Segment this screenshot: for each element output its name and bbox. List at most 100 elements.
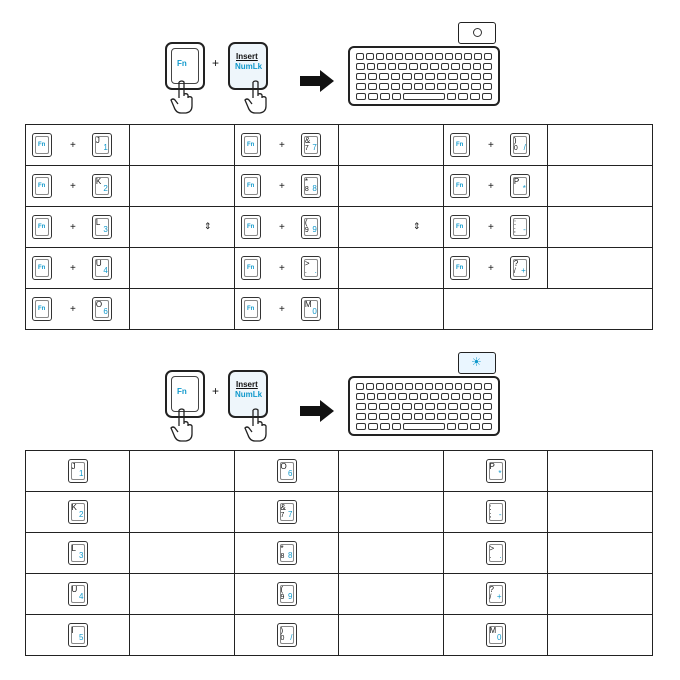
numpad-legend: 1: [103, 143, 108, 152]
numpad-legend: *: [522, 184, 526, 193]
backlight-indicator-popup: ☀: [458, 352, 496, 374]
numpad-legend: 9: [312, 225, 317, 234]
key-legend: K: [95, 177, 102, 186]
key-legend: &: [304, 136, 311, 145]
numpad-legend: +: [496, 592, 502, 601]
key-sub-legend: 8: [280, 553, 285, 560]
numlock-label: NumLk: [235, 390, 263, 399]
plus-sign: +: [279, 262, 285, 274]
key-sub-legend: 0: [280, 635, 285, 642]
function-description-cell: [338, 450, 444, 492]
key-legend: :: [489, 503, 492, 512]
key-combo-cell: Fn+P*: [443, 165, 548, 207]
fn-key: Fn: [32, 174, 52, 198]
numpad-legend: 8: [312, 184, 317, 193]
plus-sign: +: [70, 303, 76, 315]
numpad-key: )0/: [276, 623, 297, 647]
fn-key-label: Fn: [38, 183, 46, 189]
fn-key: Fn: [241, 215, 261, 239]
function-description-cell: [338, 288, 444, 330]
fn-key-label: Fn: [247, 224, 255, 230]
fn-key-label: Fn: [177, 387, 187, 396]
function-description-cell: [547, 450, 653, 492]
combo-key: P*: [509, 174, 530, 198]
numpad-legend: .: [314, 266, 317, 275]
fn-key-label: Fn: [456, 183, 464, 189]
key-wrapper: P*: [444, 459, 547, 483]
function-description-cell: [129, 124, 235, 166]
key-legend: M: [304, 300, 312, 309]
key-legend: (: [304, 218, 308, 227]
function-description-cell: [129, 614, 235, 656]
function-description-cell: ⇕: [338, 206, 444, 248]
combo-key: ?/+: [509, 256, 530, 280]
fn-key: Fn: [32, 215, 52, 239]
fn-key-label: Fn: [247, 183, 255, 189]
plus-sign: +: [70, 262, 76, 274]
key-legend: M: [489, 626, 497, 635]
key-wrapper: ?/+: [444, 582, 547, 606]
key-legend: O: [95, 300, 103, 309]
key-legend: ): [280, 626, 284, 635]
fn-key-label: Fn: [456, 224, 464, 230]
key-sub-legend: 9: [304, 227, 309, 234]
key-combo-cell: Fn+>..: [234, 247, 339, 289]
key-sub-legend: 7: [280, 512, 285, 519]
function-description-cell: [547, 165, 653, 207]
numpad-legend: 8: [288, 551, 293, 560]
up-down-arrow-icon: ⇕: [204, 221, 212, 231]
combo-fn-insert-1: Fn + Insert NumLk: [0, 22, 680, 130]
key-combo: Fn+)0/: [444, 133, 547, 157]
insert-numlock-key: Insert NumLk: [228, 42, 268, 90]
fn-key: Fn: [32, 297, 52, 321]
numpad-legend: 7: [288, 510, 293, 519]
plus-sign: +: [212, 56, 220, 70]
insert-numlock-key: Insert NumLk: [228, 370, 268, 418]
key-legend: K: [71, 503, 77, 512]
function-description-cell: [547, 247, 653, 289]
hand-icon: [244, 408, 267, 442]
function-description-cell: [338, 124, 444, 166]
numpad-legend: 0: [312, 307, 317, 316]
numpad-legend: *: [498, 469, 502, 478]
key-legend: ?: [489, 585, 494, 594]
key-wrapper: :;-: [444, 500, 547, 524]
key-sub-legend: ;: [489, 512, 492, 519]
hand-icon: [170, 408, 193, 442]
up-down-arrow-icon: ⇕: [413, 221, 421, 231]
plus-sign: +: [279, 180, 285, 192]
numpad-legend: 9: [288, 592, 293, 601]
function-description-cell: [129, 247, 235, 289]
numpad-key: P*: [485, 459, 506, 483]
fn-key: Fn: [165, 42, 205, 90]
function-description-cell: [338, 532, 444, 574]
numpad-legend: .: [499, 551, 502, 560]
function-description-cell: [338, 491, 444, 533]
numpad-legend: 3: [103, 225, 108, 234]
function-description-cell: [547, 124, 653, 166]
function-description-cell: [338, 573, 444, 615]
